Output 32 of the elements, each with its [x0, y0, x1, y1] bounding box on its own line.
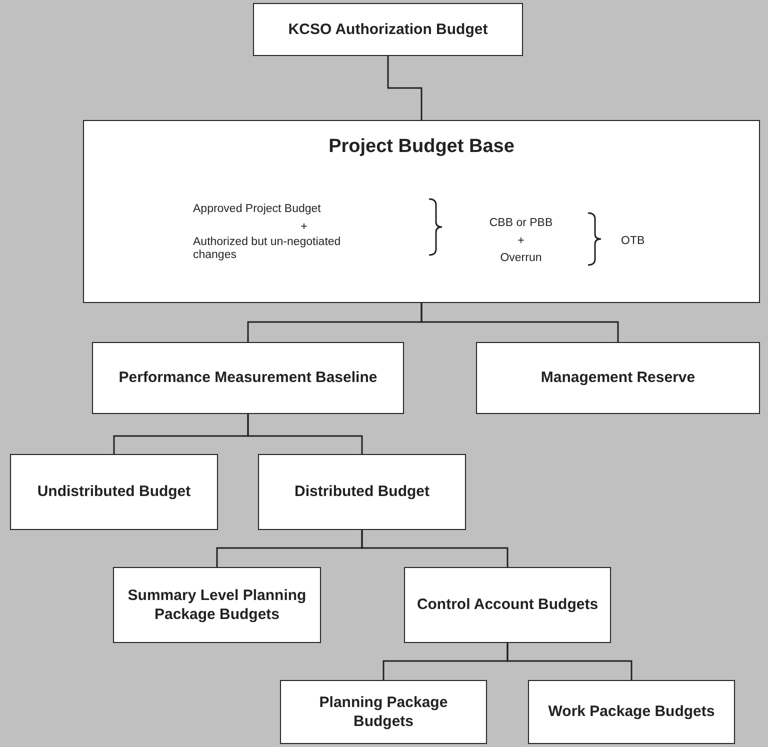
budget-box [113, 567, 321, 643]
budget-box [476, 342, 760, 414]
connector-line [506, 643, 632, 680]
budget-box [92, 342, 404, 414]
box-label: Work Package Budgets [547, 702, 716, 722]
connector-line [387, 56, 422, 120]
budget-term: Authorized but un-negotiated changes [193, 236, 342, 262]
box-label: KCSO Authorization Budget [287, 20, 489, 40]
budget-box [280, 680, 487, 744]
budget-box [404, 567, 611, 643]
box-label: Management Reserve [540, 368, 696, 388]
budget-term: CBB or PBB [488, 217, 554, 230]
box-title: Project Budget Base [328, 135, 516, 159]
box-label: Undistributed Budget [36, 482, 192, 502]
connector-line [247, 414, 363, 454]
budget-term: Approved Project Budget [193, 203, 321, 216]
budget-box [258, 454, 466, 530]
budget-box [528, 680, 735, 744]
budget-box [10, 454, 218, 530]
box-label: Planning Package Budgets [318, 692, 449, 732]
connector-line [420, 303, 619, 342]
connector-line [361, 530, 508, 567]
budget-term: Overrun [499, 252, 543, 266]
budget-term: + [516, 235, 526, 248]
box-label: Control Account Budgets [416, 595, 600, 615]
budget-box [253, 3, 523, 56]
budget-term: OTB [621, 235, 645, 248]
budget-base-box [83, 120, 760, 303]
box-label: Distributed Budget [294, 482, 430, 502]
box-label: Summary Level Planning Package Budgets [126, 586, 308, 624]
box-label: Performance Measurement Baseline [118, 368, 378, 388]
budget-term: + [300, 221, 308, 234]
